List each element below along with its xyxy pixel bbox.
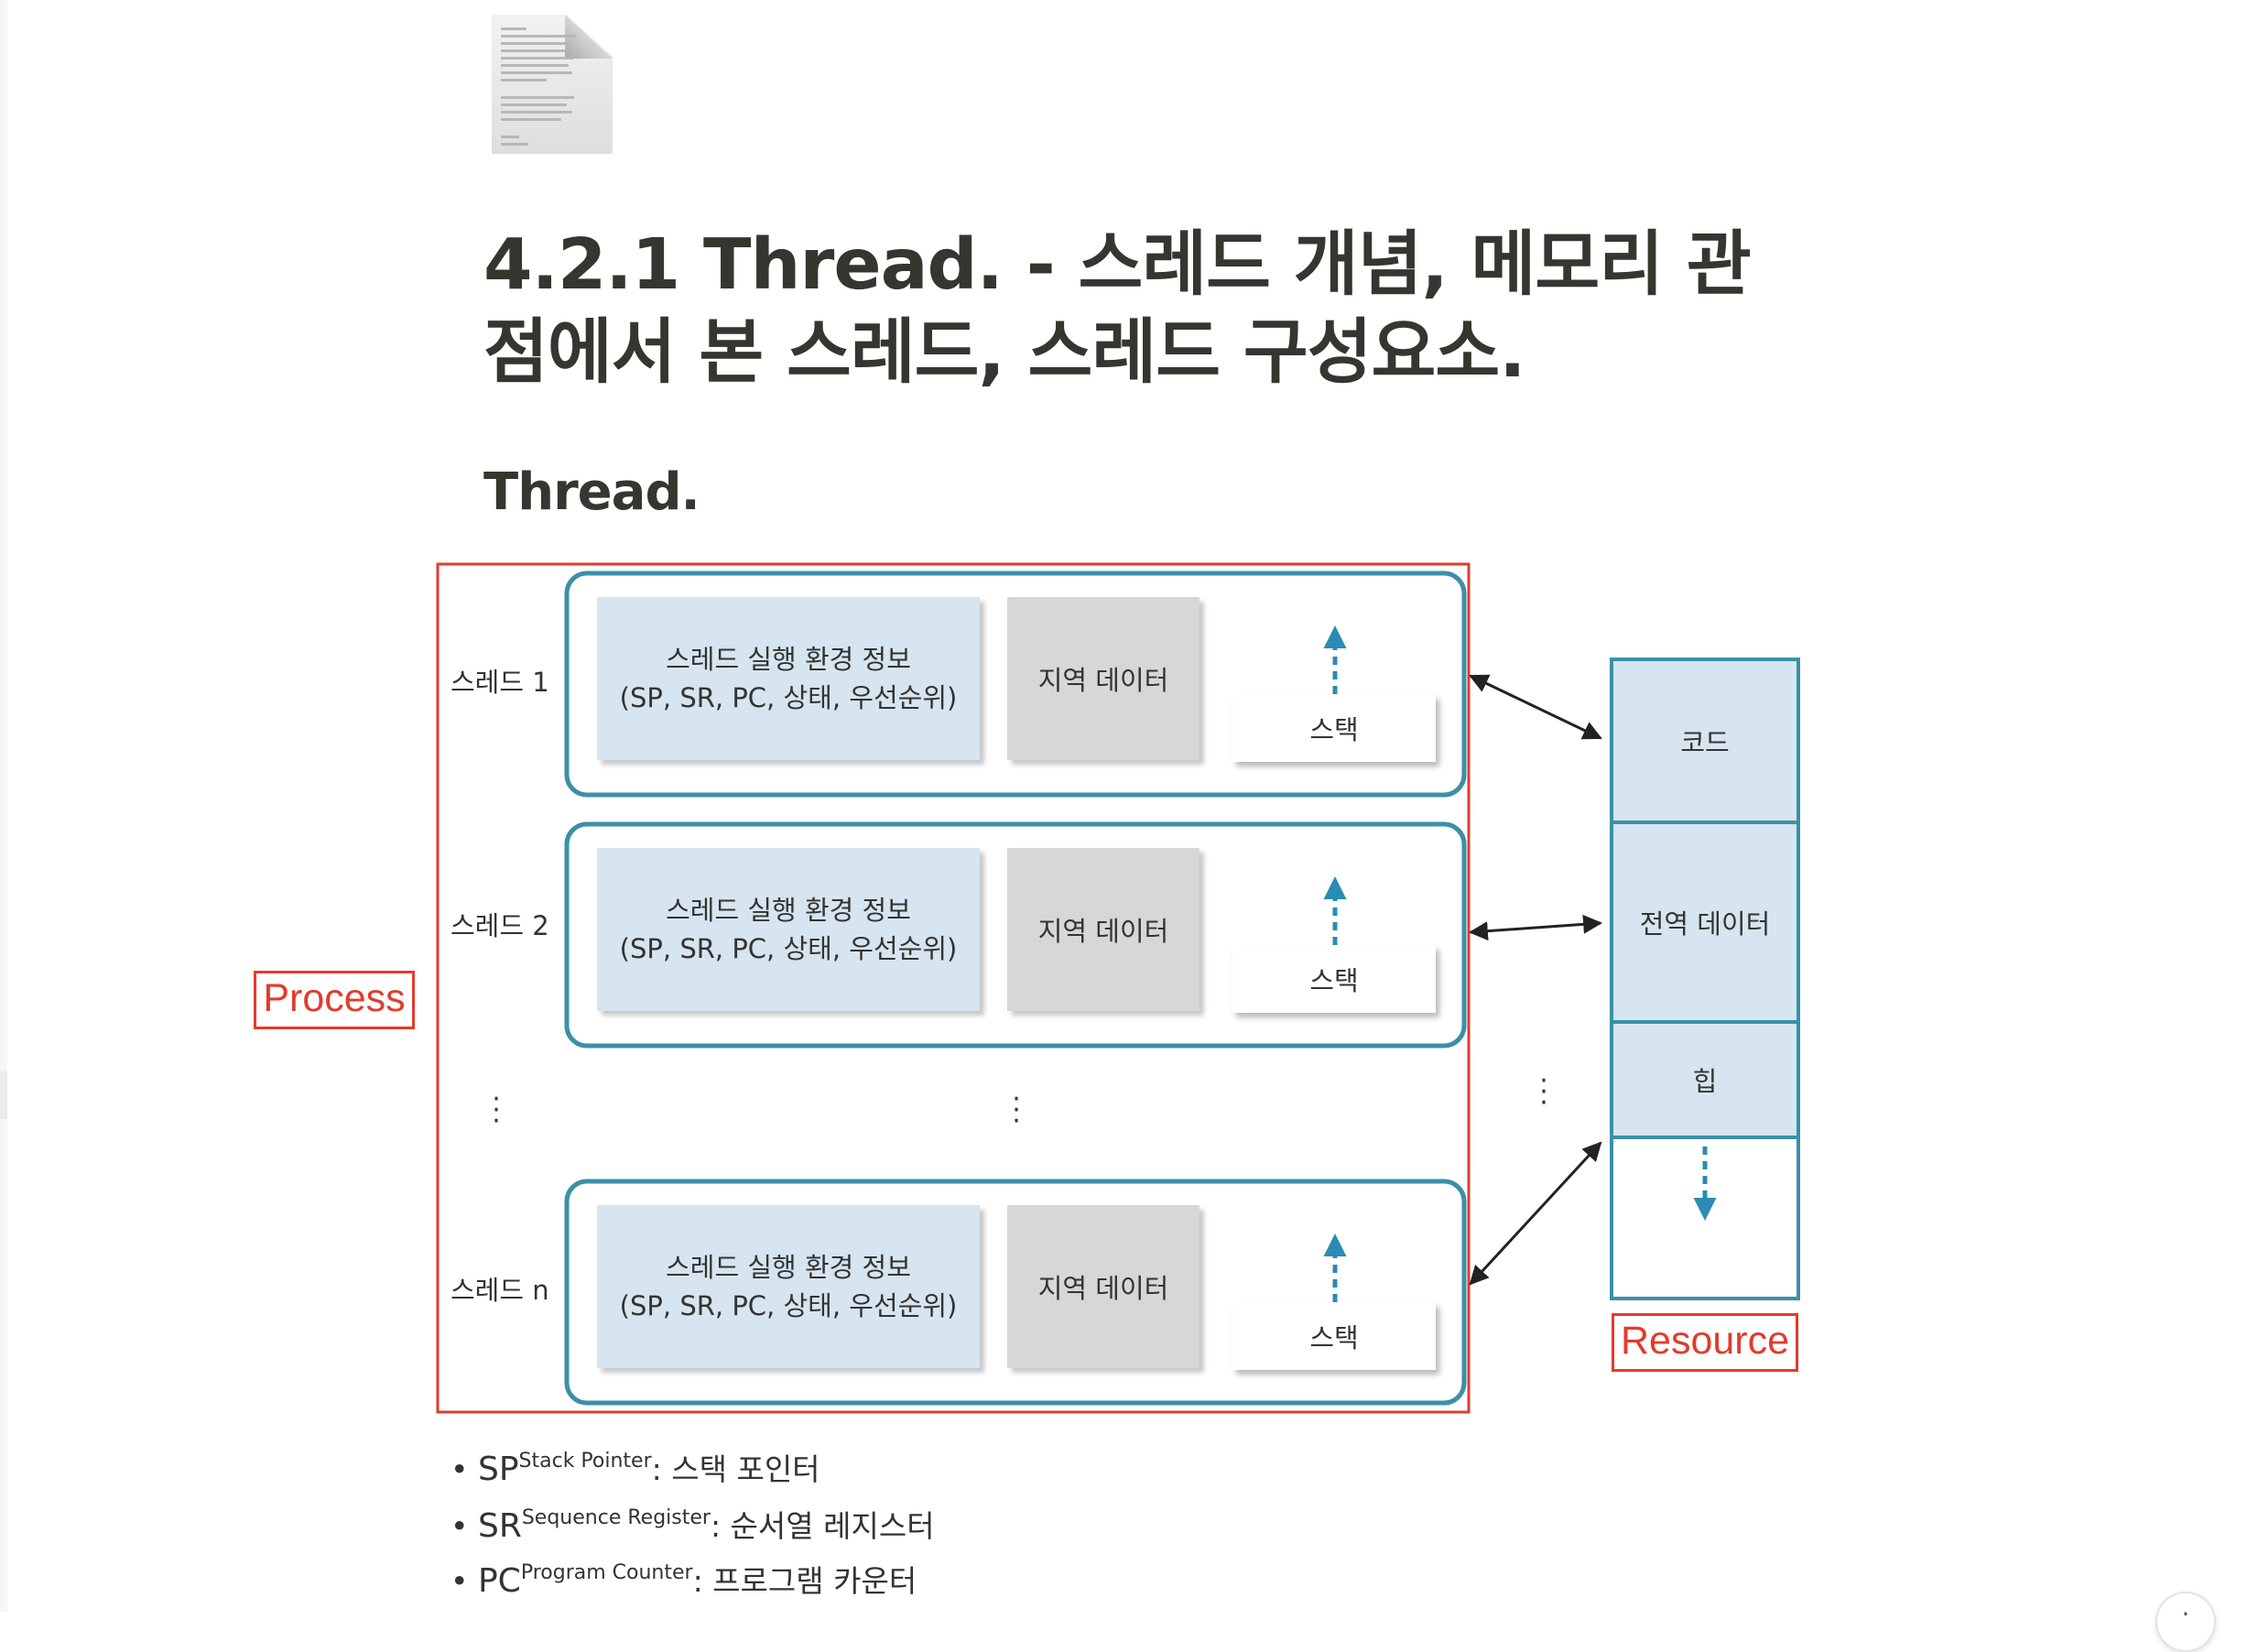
thread-n-stack: 스택 <box>1232 1302 1436 1370</box>
resource-global-data-cell <box>1610 821 1800 1024</box>
thread-1-stack: 스택 <box>1232 694 1436 762</box>
process-frame <box>436 562 1471 1414</box>
connector-thread-1-code <box>1469 674 1602 740</box>
legend-abbr: SP <box>477 1451 519 1488</box>
legend-sr: • SRSequence Register: 순서열 레지스터 <box>450 1506 935 1545</box>
process-label: Process <box>254 971 415 1029</box>
context-title: 스레드 실행 환경 정보 <box>666 1252 911 1283</box>
legend-pc: • PCProgram Counter: 프로그램 카운터 <box>450 1561 917 1600</box>
thread-1-label: 스레드 1 <box>450 667 549 698</box>
thread-n-context-box: 스레드 실행 환경 정보 (SP, SR, PC, 상태, 우선순위) <box>597 1205 980 1368</box>
thread-2-context-box: 스레드 실행 환경 정보 (SP, SR, PC, 상태, 우선순위) <box>597 848 980 1011</box>
thread-n-local-data: 지역 데이터 <box>1007 1205 1199 1368</box>
legend-full: Program Counter <box>520 1561 693 1584</box>
help-icon[interactable]: · <box>2155 1592 2216 1652</box>
document-icon[interactable] <box>492 15 613 154</box>
context-registers: (SP, SR, PC, 상태, 우선순위) <box>619 1290 958 1321</box>
thread-1-local-data: 지역 데이터 <box>1007 597 1199 760</box>
connector-thread-2-global <box>1468 914 1603 941</box>
resource-ellipsis: ··· <box>1539 1065 1548 1119</box>
connector-thread-n-heap <box>1469 1141 1602 1286</box>
thread-memory-diagram[interactable]: Process Resource 스레드 1 스레드 실행 환경 정보 (SP,… <box>251 559 1826 1612</box>
thread-ellipsis-center: ··· <box>1012 1083 1021 1137</box>
context-registers: (SP, SR, PC, 상태, 우선순위) <box>619 682 958 713</box>
thread-2-local-data: 지역 데이터 <box>1007 848 1199 1011</box>
thread-2-label: 스레드 2 <box>450 910 549 941</box>
context-title: 스레드 실행 환경 정보 <box>666 895 911 926</box>
legend-desc: : 순서열 레지스터 <box>710 1508 935 1544</box>
sidebar-resize-handle[interactable] <box>0 1071 7 1119</box>
legend-desc: : 스택 포인터 <box>651 1451 820 1487</box>
page-title[interactable]: 4.2.1 Thread. - 스레드 개념, 메모리 관점에서 본 스레드, … <box>483 224 1752 394</box>
resource-label: Resource <box>1612 1313 1798 1372</box>
thread-n-label: 스레드 n <box>450 1275 549 1306</box>
legend-desc: : 프로그램 카운터 <box>692 1563 917 1599</box>
legend-full: Stack Pointer <box>518 1450 652 1473</box>
legend-full: Sequence Register <box>521 1506 711 1529</box>
legend-abbr: PC <box>477 1562 521 1600</box>
resource-heap-label: 힙 <box>1692 1066 1718 1097</box>
context-title: 스레드 실행 환경 정보 <box>666 644 911 675</box>
context-registers: (SP, SR, PC, 상태, 우선순위) <box>619 933 958 964</box>
document-text-lines <box>501 27 592 150</box>
thread-2-stack: 스택 <box>1232 945 1436 1013</box>
resource-code-label: 코드 <box>1680 727 1730 758</box>
thread-1-context-box: 스레드 실행 환경 정보 (SP, SR, PC, 상태, 우선순위) <box>597 597 980 760</box>
resource-global-data-label: 전역 데이터 <box>1639 908 1771 940</box>
sidebar-edge <box>0 0 7 1612</box>
legend-abbr: SR <box>477 1507 522 1545</box>
thread-ellipsis-left: ··· <box>492 1083 501 1137</box>
legend-sp: • SPStack Pointer: 스택 포인터 <box>450 1450 820 1488</box>
section-heading[interactable]: Thread. <box>483 462 700 522</box>
